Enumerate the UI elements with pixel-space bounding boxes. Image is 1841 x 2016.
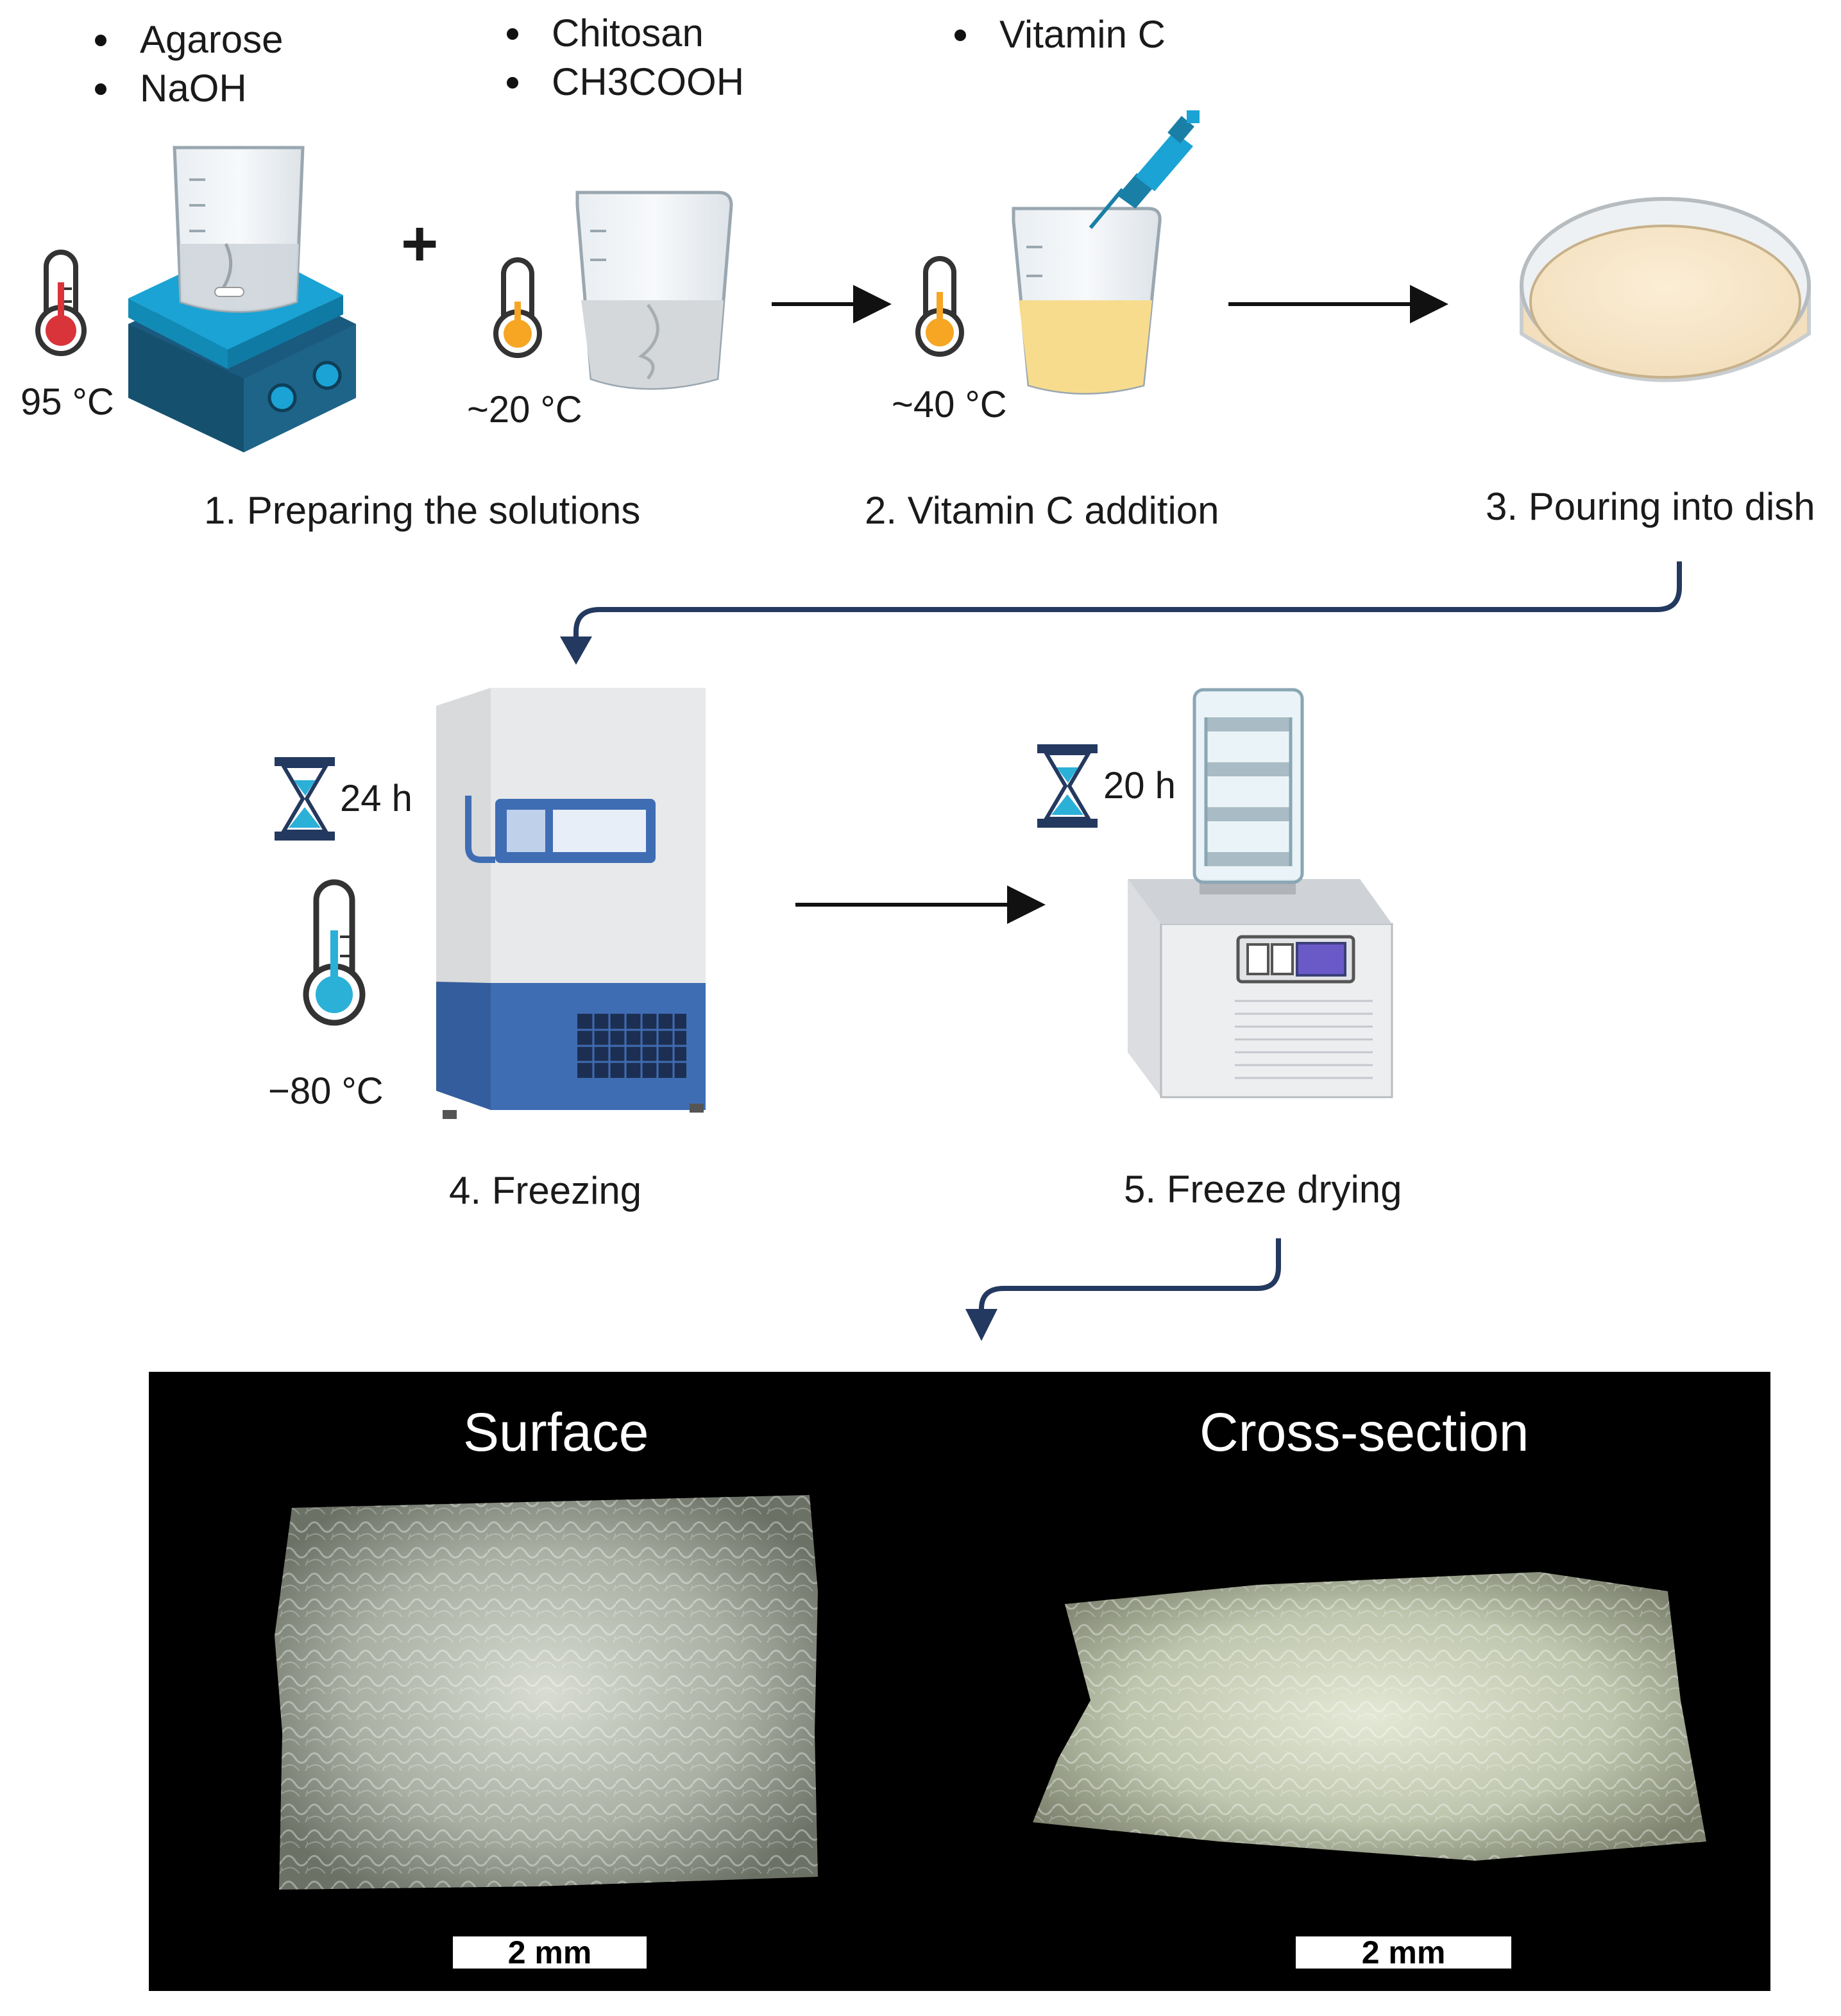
time-drying-label: 20 h	[1103, 765, 1176, 807]
step-2-label: 2. Vitamin C addition	[865, 489, 1219, 532]
temperature-freeze-label: −80 °C	[268, 1070, 384, 1112]
arrow-step5-to-photos	[979, 1238, 1281, 1315]
arrow-step5-to-photos-head	[965, 1309, 997, 1341]
hotplate-stirrer-icon	[128, 146, 356, 452]
beaker-vitamin-c-icon	[1012, 207, 1162, 395]
plus-sign: +	[401, 208, 439, 280]
temperature-hot-label: 95 °C	[21, 381, 114, 423]
beaker-chitosan-icon	[575, 191, 733, 390]
step-3-label: 3. Pouring into dish	[1486, 485, 1815, 528]
ingredients-group-1: Agarose NaOH	[95, 15, 283, 113]
freeze-dryer-icon	[1128, 688, 1393, 1098]
freezer-icon	[436, 688, 706, 1119]
time-freezing-label: 24 h	[340, 778, 412, 819]
surface-sample-image	[275, 1495, 818, 1890]
thermometer-room-icon	[493, 257, 542, 358]
surface-scale-bar: 2 mm	[453, 1936, 647, 1969]
petri-dish-icon	[1520, 197, 1811, 382]
step-4-label: 4. Freezing	[449, 1169, 642, 1212]
arrow-step3-to-step4	[573, 561, 1682, 645]
ingredients-group-3: Vitamin C	[954, 10, 1166, 59]
temperature-room-label: ~20 °C	[467, 389, 582, 431]
ingredient-acetic-acid: CH3COOH	[507, 58, 744, 107]
thermometer-hot-icon	[35, 250, 87, 356]
cross-section-scale-bar: 2 mm	[1296, 1936, 1511, 1969]
pipette-icon	[1089, 110, 1200, 229]
thermometer-cold-icon	[303, 879, 366, 1026]
hourglass-freezing-icon	[275, 757, 335, 841]
step-5-label: 5. Freeze drying	[1124, 1168, 1402, 1211]
hourglass-drying-icon	[1037, 744, 1098, 828]
step-1-label: 1. Preparing the solutions	[204, 489, 641, 532]
arrow-step3-to-step4-head	[560, 636, 592, 665]
ingredient-chitosan: Chitosan	[507, 9, 744, 58]
temperature-warm-label: ~40 °C	[892, 384, 1007, 425]
ingredients-group-2: Chitosan CH3COOH	[507, 9, 744, 107]
ingredient-agarose: Agarose	[95, 15, 283, 64]
thermometer-warm-icon	[915, 256, 964, 357]
surface-title: Surface	[463, 1402, 649, 1462]
cross-section-title: Cross-section	[1200, 1402, 1529, 1462]
ingredient-vitamin-c: Vitamin C	[954, 10, 1166, 59]
cross-section-sample-image	[1033, 1572, 1706, 1861]
ingredient-naoh: NaOH	[95, 64, 283, 113]
